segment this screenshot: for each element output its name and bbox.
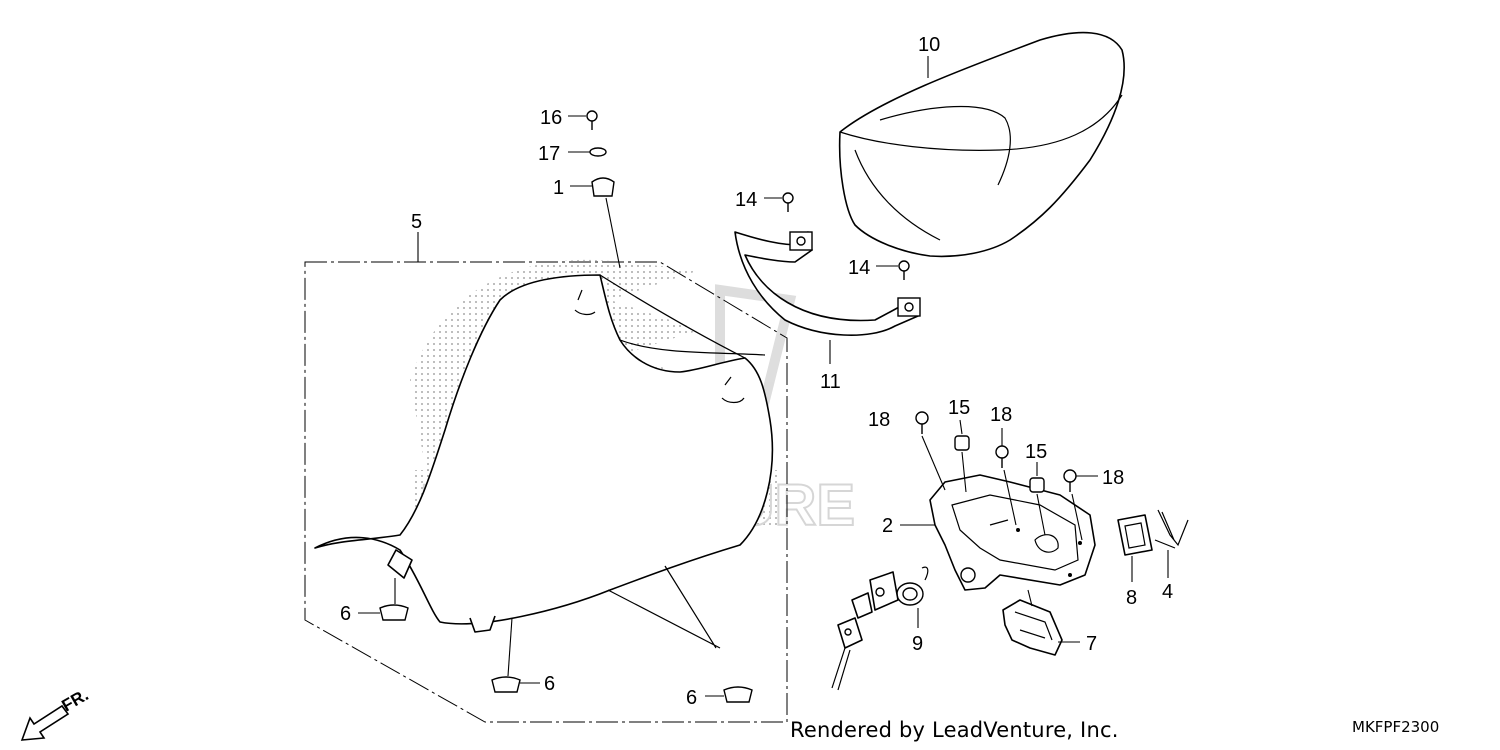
bolt-14-upper <box>764 192 794 212</box>
seat-assembly-outline <box>304 261 788 723</box>
callout-15-right: 15 <box>1025 441 1047 463</box>
main-seat <box>314 274 774 649</box>
callout-1: 1 <box>553 177 564 199</box>
collar-15-left <box>954 419 970 493</box>
washer-17 <box>568 147 607 157</box>
callout-6-right: 6 <box>686 687 697 709</box>
bolt-18-right <box>1063 469 1098 541</box>
seat-cowl <box>838 31 1125 258</box>
clip-4 <box>1154 509 1189 578</box>
seat-lock-7 <box>1002 589 1080 656</box>
callout-6-left: 6 <box>340 603 351 625</box>
callout-18-middle: 18 <box>990 404 1012 426</box>
grommet-1 <box>570 177 621 269</box>
callout-5: 5 <box>411 211 422 233</box>
bolt-14-lower <box>876 260 910 280</box>
callout-16: 16 <box>540 107 562 129</box>
bolt-18-middle <box>995 428 1017 526</box>
callout-18-right: 18 <box>1102 467 1124 489</box>
front-direction-arrow: FR. <box>20 685 92 741</box>
seal-8 <box>1117 514 1153 582</box>
collar-15-right <box>1029 462 1046 536</box>
callout-10: 10 <box>918 34 940 56</box>
callout-14-lower: 14 <box>848 257 870 279</box>
callout-7: 7 <box>1086 633 1097 655</box>
seat-strap <box>734 231 921 364</box>
bolt-18-left <box>915 411 946 491</box>
callout-9: 9 <box>912 633 923 655</box>
grommet-6-left <box>358 578 409 621</box>
grommet-6-bottom <box>491 617 540 693</box>
callout-6-bottom: 6 <box>544 673 555 695</box>
lock-bracket <box>900 474 1096 591</box>
callout-2: 2 <box>882 515 893 537</box>
callout-11: 11 <box>820 371 841 393</box>
render-credit: Rendered by LeadVenture, Inc. <box>790 718 1119 742</box>
callout-15-left: 15 <box>948 397 970 419</box>
key-cylinder-9 <box>831 566 929 691</box>
bolt-16 <box>568 110 598 130</box>
callout-4: 4 <box>1162 581 1173 603</box>
callout-14-upper: 14 <box>735 189 757 211</box>
callout-18-left: 18 <box>868 409 890 431</box>
drawing-code: MKFPF2300 <box>1352 718 1440 736</box>
callout-8: 8 <box>1126 587 1137 609</box>
callout-17: 17 <box>538 143 560 165</box>
grommet-6-right <box>705 686 753 703</box>
